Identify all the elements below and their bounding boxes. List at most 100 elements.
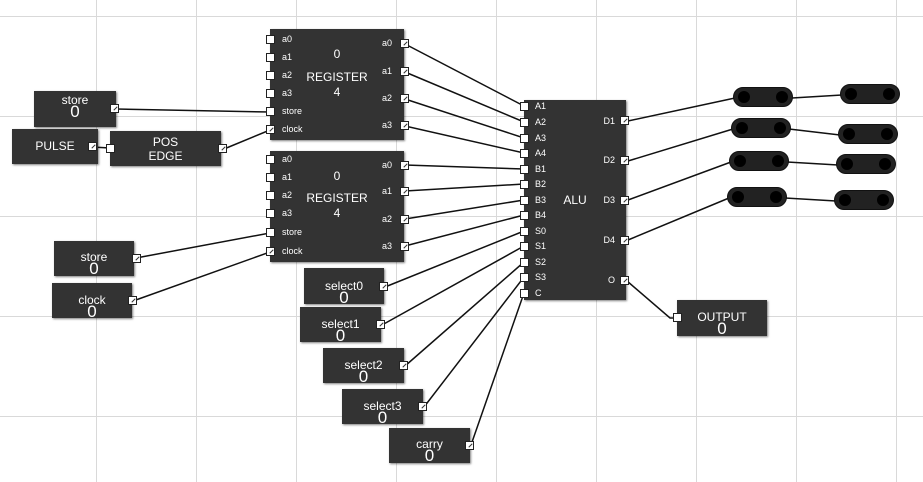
led-d3-left[interactable]: [729, 151, 789, 171]
input-port[interactable]: [520, 149, 529, 158]
output-port[interactable]: [400, 215, 409, 224]
input-port[interactable]: [520, 273, 529, 282]
led-d1-right[interactable]: [840, 84, 900, 104]
input-port[interactable]: [266, 107, 275, 116]
port-label: B4: [535, 210, 547, 220]
output-port[interactable]: [400, 161, 409, 170]
alu-block[interactable]: ALU A1 A2 A3 A4 B1 B2 B3 B4 S0 S1 S2 S3 …: [520, 100, 629, 300]
input-port[interactable]: [520, 289, 529, 298]
port-label: a3: [381, 120, 392, 130]
select2-value: 0: [358, 367, 369, 386]
register-bottom[interactable]: 0 REGISTER 4 a0 a1 a2 a3 store clock a0 …: [266, 151, 409, 262]
output-port[interactable]: [218, 144, 227, 153]
input-port[interactable]: [520, 165, 529, 174]
input-port[interactable]: [520, 134, 529, 143]
input-port[interactable]: [520, 211, 529, 220]
led-d3-right[interactable]: [836, 154, 896, 174]
led-dot: [770, 191, 782, 203]
input-port[interactable]: [266, 53, 275, 62]
input-port[interactable]: [673, 313, 682, 322]
select3-label: select3: [363, 399, 402, 413]
output-port[interactable]: [620, 196, 629, 205]
register-value: 0: [333, 169, 341, 183]
led-dot: [843, 128, 855, 140]
port-label: B1: [535, 164, 547, 174]
port-label: a3: [381, 241, 392, 251]
store-label: store: [61, 93, 89, 107]
carry-input[interactable]: carry 0: [389, 428, 474, 465]
port-label: a2: [381, 214, 392, 224]
input-port[interactable]: [266, 209, 275, 218]
led-d2-left[interactable]: [731, 118, 791, 138]
pos-edge-line1: POS: [152, 135, 179, 149]
output-port[interactable]: [620, 156, 629, 165]
output-port[interactable]: [620, 116, 629, 125]
store-input-bottom[interactable]: store 0: [54, 241, 141, 278]
select0-label: select0: [324, 279, 364, 293]
output-label: OUTPUT: [697, 310, 747, 324]
input-port[interactable]: [266, 35, 275, 44]
store-input-top[interactable]: store 0: [34, 91, 119, 127]
port-label: A1: [535, 101, 547, 111]
input-port[interactable]: [520, 227, 529, 236]
output-port[interactable]: [400, 121, 409, 130]
output-port[interactable]: [620, 236, 629, 245]
led-d4-right[interactable]: [834, 190, 894, 210]
led-dot: [776, 91, 788, 103]
output-port[interactable]: [132, 254, 141, 263]
input-port[interactable]: [520, 180, 529, 189]
select1-input[interactable]: select1 0: [300, 307, 385, 345]
output-port[interactable]: [400, 94, 409, 103]
input-port[interactable]: [266, 173, 275, 182]
port-label: a1: [381, 66, 392, 76]
port-label: a1: [282, 172, 293, 182]
input-port[interactable]: [520, 102, 529, 111]
carry-label: carry: [416, 437, 443, 451]
output-port[interactable]: [128, 296, 137, 305]
input-port[interactable]: [266, 155, 275, 164]
select2-input[interactable]: select2 0: [323, 348, 408, 386]
output-port[interactable]: [400, 39, 409, 48]
port-label: C: [535, 288, 542, 298]
input-port[interactable]: [266, 125, 275, 134]
input-port[interactable]: [106, 144, 115, 153]
led-dot: [877, 194, 889, 206]
select1-value: 0: [335, 326, 346, 345]
output-port[interactable]: [379, 282, 388, 291]
led-d1-left[interactable]: [733, 87, 793, 107]
led-dot: [839, 194, 851, 206]
output-port[interactable]: [620, 276, 629, 285]
output-port[interactable]: [418, 402, 427, 411]
register-top[interactable]: 0 REGISTER 4 a0 a1 a2 a3 store clock a0 …: [266, 29, 409, 140]
pos-edge-line2: EDGE: [148, 149, 183, 163]
select3-input[interactable]: select3 0: [342, 389, 427, 427]
led-dot: [772, 155, 784, 167]
input-port[interactable]: [266, 247, 275, 256]
output-port[interactable]: [465, 441, 474, 450]
input-port[interactable]: [266, 228, 275, 237]
input-port[interactable]: [266, 89, 275, 98]
output-port[interactable]: [399, 361, 408, 370]
output-node[interactable]: OUTPUT 0: [673, 300, 767, 338]
carry-value: 0: [424, 446, 435, 465]
input-port[interactable]: [520, 196, 529, 205]
output-port[interactable]: [400, 187, 409, 196]
input-port[interactable]: [266, 191, 275, 200]
port-label: a1: [282, 52, 293, 62]
input-port[interactable]: [520, 118, 529, 127]
output-port[interactable]: [88, 142, 97, 151]
input-port[interactable]: [520, 258, 529, 267]
pos-edge-node[interactable]: POS EDGE: [106, 131, 227, 166]
input-port[interactable]: [520, 242, 529, 251]
clock-input[interactable]: clock 0: [52, 283, 137, 321]
output-port[interactable]: [400, 242, 409, 251]
output-port[interactable]: [376, 320, 385, 329]
led-dot: [732, 191, 744, 203]
output-port[interactable]: [400, 67, 409, 76]
select0-input[interactable]: select0 0: [304, 268, 388, 307]
input-port[interactable]: [266, 71, 275, 80]
pulse-input[interactable]: PULSE: [12, 129, 98, 164]
led-d2-right[interactable]: [838, 124, 898, 144]
output-port[interactable]: [110, 104, 119, 113]
led-d4-left[interactable]: [727, 187, 787, 207]
